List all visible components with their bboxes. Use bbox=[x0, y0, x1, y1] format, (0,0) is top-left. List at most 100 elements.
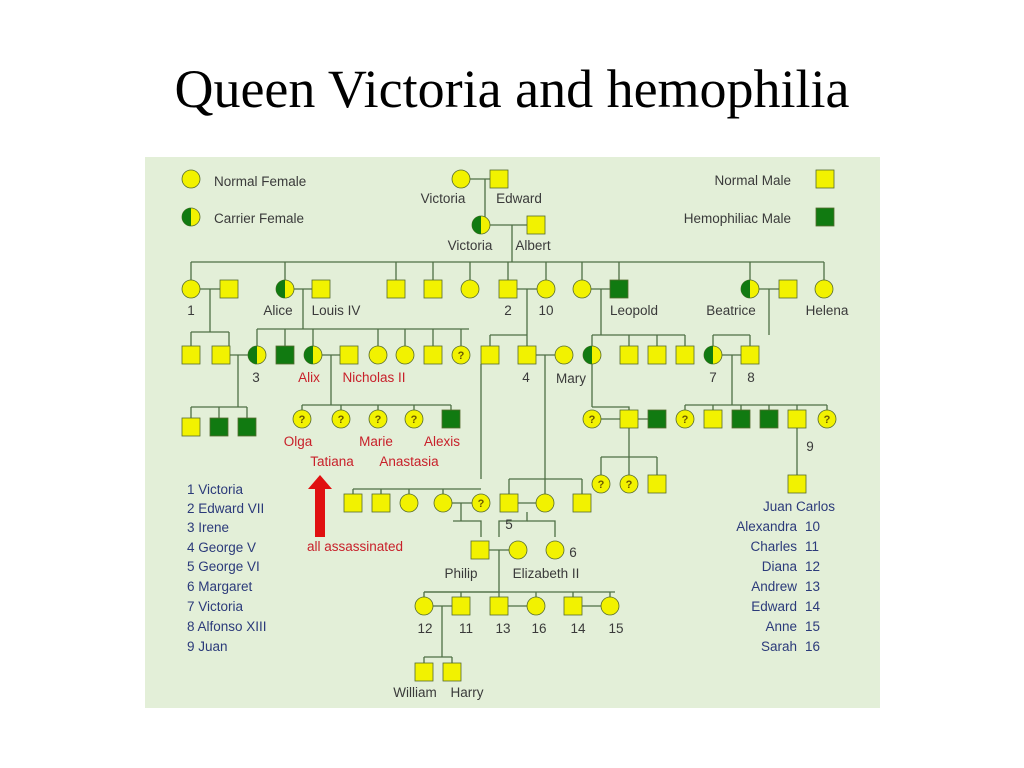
normal-male-symbol bbox=[498, 279, 518, 299]
hemophiliac-male-symbol bbox=[209, 417, 229, 437]
normal-male-symbol bbox=[499, 493, 519, 513]
pedigree-symbols: ??????????? bbox=[181, 169, 837, 682]
normal-female-symbol bbox=[526, 596, 546, 616]
normal-female-symbol bbox=[181, 279, 201, 299]
normal-male-symbol bbox=[647, 345, 667, 365]
label-helena: Helena bbox=[806, 303, 849, 318]
normal-male-symbol bbox=[675, 345, 695, 365]
label-juan-carlos: Juan Carlos bbox=[763, 499, 835, 514]
svg-text:?: ? bbox=[589, 414, 596, 426]
hemophiliac-male-symbol bbox=[647, 409, 667, 429]
carrier-female-symbol bbox=[275, 279, 295, 299]
normal-female-symbol bbox=[395, 345, 415, 365]
normal-female-symbol bbox=[433, 493, 453, 513]
key-right-num: 13 bbox=[805, 579, 820, 594]
key-left-item: 7 Victoria bbox=[187, 599, 244, 614]
label-louis: Louis IV bbox=[312, 303, 361, 318]
normal-female-symbol bbox=[545, 540, 565, 560]
key-left-item: 8 Alfonso XIII bbox=[187, 619, 267, 634]
key-right-name: Alexandra bbox=[736, 519, 797, 534]
key-right-num: 14 bbox=[805, 599, 821, 614]
svg-text:?: ? bbox=[626, 479, 633, 491]
normal-male-symbol bbox=[181, 417, 201, 437]
label-albert: Albert bbox=[515, 238, 551, 253]
label-7: 7 bbox=[709, 370, 717, 385]
label-alice: Alice bbox=[263, 303, 292, 318]
normal-female-symbol bbox=[399, 493, 419, 513]
normal-male-symbol bbox=[619, 409, 639, 429]
normal-male-symbol bbox=[480, 345, 500, 365]
label-1: 1 bbox=[187, 303, 195, 318]
unknown-female-symbol: ? bbox=[471, 493, 491, 513]
page-title: Queen Victoria and hemophilia bbox=[174, 59, 850, 119]
label-12: 12 bbox=[417, 621, 432, 636]
key-right-name: Edward bbox=[751, 599, 797, 614]
key-right: Alexandra 10 Charles 11 Diana 12 Andrew … bbox=[736, 519, 820, 654]
svg-text:?: ? bbox=[478, 498, 485, 510]
normal-female-symbol bbox=[460, 279, 480, 299]
carrier-female-symbol bbox=[703, 345, 723, 365]
label-16: 16 bbox=[531, 621, 546, 636]
key-left-item: 6 Margaret bbox=[187, 579, 253, 594]
pedigree-panel: ??????????? Normal Female Carrier Female… bbox=[145, 157, 880, 708]
normal-male-symbol bbox=[703, 409, 723, 429]
svg-text:?: ? bbox=[375, 414, 382, 426]
unknown-female-symbol: ? bbox=[619, 474, 639, 494]
svg-text:?: ? bbox=[411, 414, 418, 426]
key-right-name: Charles bbox=[750, 539, 797, 554]
normal-male-symbol bbox=[442, 662, 462, 682]
carrier-female-symbol bbox=[181, 207, 201, 227]
pedigree-line bbox=[498, 512, 528, 537]
unknown-female-symbol: ? bbox=[817, 409, 837, 429]
unknown-female-symbol: ? bbox=[675, 409, 695, 429]
unknown-female-symbol: ? bbox=[451, 345, 471, 365]
normal-male-symbol bbox=[517, 345, 537, 365]
label-edward: Edward bbox=[496, 191, 542, 206]
normal-male-symbol bbox=[526, 215, 546, 235]
key-left: 1 Victoria 2 Edward VII 3 Irene 4 George… bbox=[187, 482, 267, 654]
label-beatrice: Beatrice bbox=[706, 303, 756, 318]
label-2: 2 bbox=[504, 303, 512, 318]
annotation-all-assassinated: all assassinated bbox=[307, 539, 403, 554]
normal-male-symbol bbox=[211, 345, 231, 365]
label-4: 4 bbox=[522, 370, 530, 385]
label-9: 9 bbox=[806, 439, 814, 454]
normal-male-symbol bbox=[619, 345, 639, 365]
label-victoria: Victoria bbox=[421, 191, 466, 206]
svg-text:?: ? bbox=[598, 479, 605, 491]
carrier-female-symbol bbox=[303, 345, 323, 365]
label-harry: Harry bbox=[451, 685, 484, 700]
normal-female-symbol bbox=[554, 345, 574, 365]
normal-male-symbol bbox=[371, 493, 391, 513]
legend-normal-female-label: Normal Female bbox=[214, 174, 306, 189]
normal-male-symbol bbox=[778, 279, 798, 299]
pedigree-lines bbox=[190, 178, 828, 664]
pedigree-chart: ??????????? Normal Female Carrier Female… bbox=[181, 169, 849, 700]
hemophiliac-male-symbol bbox=[237, 417, 257, 437]
label-alix: Alix bbox=[298, 370, 320, 385]
unknown-female-symbol: ? bbox=[292, 409, 312, 429]
carrier-female-symbol bbox=[740, 279, 760, 299]
key-left-item: 3 Irene bbox=[187, 520, 229, 535]
unknown-female-symbol: ? bbox=[404, 409, 424, 429]
key-right-num: 15 bbox=[805, 619, 820, 634]
label-anastasia: Anastasia bbox=[379, 454, 439, 469]
pedigree-line bbox=[527, 520, 556, 537]
normal-male-symbol bbox=[647, 474, 667, 494]
normal-male-symbol bbox=[181, 345, 201, 365]
normal-male-symbol bbox=[489, 596, 509, 616]
unknown-female-symbol: ? bbox=[582, 409, 602, 429]
hemophiliac-male-symbol bbox=[609, 279, 629, 299]
label-alexis: Alexis bbox=[424, 434, 460, 449]
label-8: 8 bbox=[747, 370, 755, 385]
hemophiliac-male-symbol bbox=[815, 207, 835, 227]
normal-male-symbol bbox=[423, 279, 443, 299]
key-left-item: 4 George V bbox=[187, 540, 256, 555]
label-5: 5 bbox=[505, 517, 513, 532]
hemophiliac-male-symbol bbox=[759, 409, 779, 429]
key-right-name: Sarah bbox=[761, 639, 797, 654]
label-3: 3 bbox=[252, 370, 260, 385]
normal-female-symbol bbox=[368, 345, 388, 365]
label-11: 11 bbox=[459, 621, 473, 636]
normal-female-symbol bbox=[600, 596, 620, 616]
